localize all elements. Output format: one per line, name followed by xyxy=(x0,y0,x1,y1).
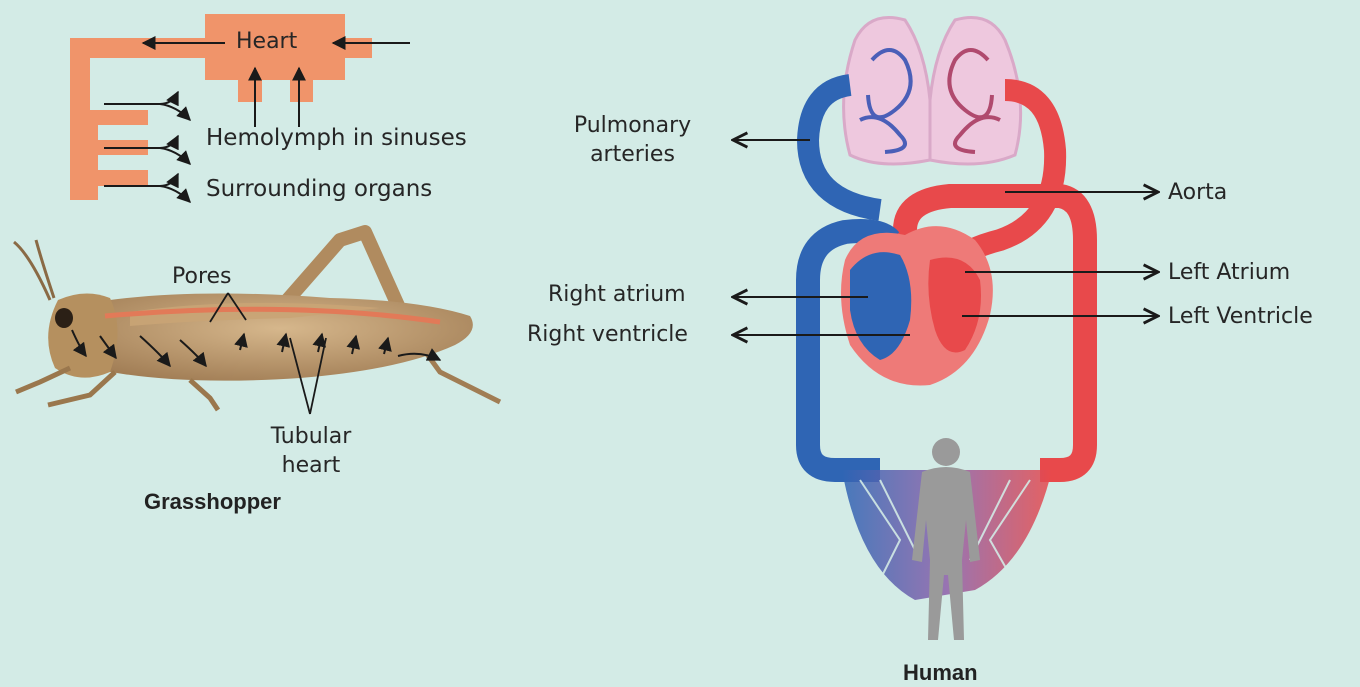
sinus-flow-arrows xyxy=(104,92,190,202)
human-circulation-illustration xyxy=(808,18,1085,641)
aorta-label: Aorta xyxy=(1168,180,1227,206)
left-atrium-label: Left Atrium xyxy=(1168,260,1290,286)
left-ventricle-label: Left Ventricle xyxy=(1168,304,1313,330)
schematic-heart-block xyxy=(70,14,372,200)
grasshopper-illustration xyxy=(14,232,500,414)
tubular-heart-label: Tubular heart xyxy=(250,423,372,480)
left-lung xyxy=(844,18,930,165)
grasshopper-caption: Grasshopper xyxy=(144,489,281,515)
right-ventricle-label: Right ventricle xyxy=(527,322,688,348)
pores-label: Pores xyxy=(172,264,232,290)
human-caption: Human xyxy=(903,660,978,686)
human-silhouette xyxy=(912,438,980,640)
right-atrium-label: Right atrium xyxy=(548,282,686,308)
organs-label: Surrounding organs xyxy=(206,176,432,204)
hemolymph-label: Hemolymph in sinuses xyxy=(206,125,467,153)
pulmonary-arteries-label: Pulmonary arteries xyxy=(550,112,715,169)
heart-label: Heart xyxy=(236,29,297,55)
